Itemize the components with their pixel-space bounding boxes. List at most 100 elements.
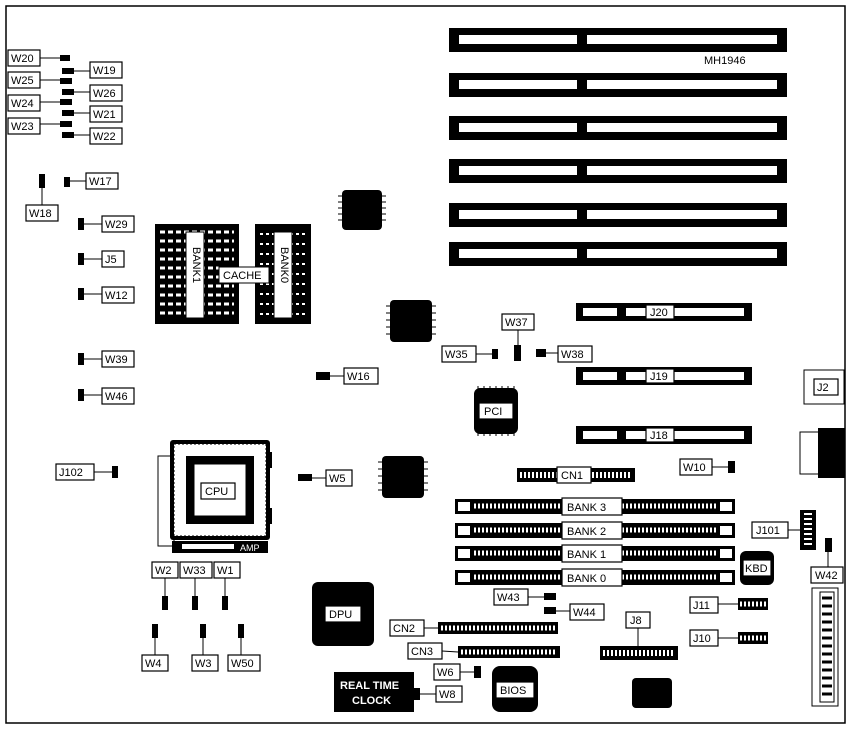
jumper-w19: W19 xyxy=(62,61,123,79)
w8-label: W8 xyxy=(439,689,456,701)
pci-chip-label: PCI xyxy=(484,406,502,418)
model-number: MH1946 xyxy=(704,55,746,67)
jumper-w6: W6 xyxy=(433,663,481,681)
bank0-label: BANK 0 xyxy=(567,573,606,585)
w16-label: W16 xyxy=(347,371,370,383)
connector-j2: J2 xyxy=(803,369,845,405)
rtc-label-line2: CLOCK xyxy=(352,695,391,707)
jumper-w21: W21 xyxy=(62,105,123,123)
jumper-w22: W22 xyxy=(62,127,123,145)
jumper-w43: W43 xyxy=(493,588,556,606)
connector-j10: J10 xyxy=(689,629,768,647)
pci-slot-j19-label: J19 xyxy=(650,371,668,383)
w1-label: W1 xyxy=(217,565,234,577)
isa-slot xyxy=(449,242,787,266)
j102-label: J102 xyxy=(59,467,83,479)
j2-label: J2 xyxy=(817,382,829,394)
w38-label: W38 xyxy=(561,349,584,361)
w10-label: W10 xyxy=(683,462,706,474)
chip-small xyxy=(632,678,672,708)
chip-top xyxy=(338,190,386,230)
kbd-connector: KBD xyxy=(740,551,774,585)
pci-slot-j18-label: J18 xyxy=(650,430,668,442)
memory-bank-3: BANK 3 xyxy=(455,497,735,516)
jumper-w25: W25 xyxy=(7,71,72,89)
w25-label: W25 xyxy=(11,75,34,87)
jumper-w24: W24 xyxy=(7,94,72,112)
w21-label: W21 xyxy=(93,109,116,121)
w2-label: W2 xyxy=(155,565,172,577)
j10-label: J10 xyxy=(693,633,711,645)
w20-label: W20 xyxy=(11,53,34,65)
isa-slot xyxy=(449,116,787,140)
connector-cn3: CN3 xyxy=(407,642,560,660)
jumper-w35: W35 xyxy=(441,345,498,363)
connector-j8: J8 xyxy=(600,611,678,660)
w26-label: W26 xyxy=(93,88,116,100)
jumper-w23: W23 xyxy=(7,117,72,135)
j101-label: J101 xyxy=(756,525,780,537)
chip-mid xyxy=(386,300,436,342)
cn3-label: CN3 xyxy=(411,646,433,658)
jumper-w8: W8 xyxy=(414,685,463,703)
jumper-w5: W5 xyxy=(298,469,353,487)
bank3-label: BANK 3 xyxy=(567,502,606,514)
w4-label: W4 xyxy=(145,658,162,670)
chip-lower xyxy=(378,456,428,498)
bank1-label: BANK 1 xyxy=(567,549,606,561)
cn2-label: CN2 xyxy=(393,623,415,635)
cpu-label: CPU xyxy=(205,486,228,498)
jumper-w18: W18 xyxy=(25,174,59,222)
rtc-label-line1: REAL TIME xyxy=(340,680,399,692)
jumper-w33: W33 xyxy=(179,561,213,610)
w12-label: W12 xyxy=(105,290,128,302)
jumper-w10: W10 xyxy=(679,458,735,476)
memory-bank-0: BANK 0 xyxy=(455,568,735,587)
isa-slot xyxy=(449,73,787,97)
j8-label: J8 xyxy=(630,615,642,627)
jumper-w46: W46 xyxy=(78,387,135,405)
jumper-w50: W50 xyxy=(227,624,261,672)
jumper-w16: W16 xyxy=(316,367,379,385)
jumper-w29: W29 xyxy=(78,215,135,233)
w3-label: W3 xyxy=(195,658,212,670)
isa-slots xyxy=(449,28,787,266)
bios-label: BIOS xyxy=(500,685,526,697)
jumper-w3: W3 xyxy=(191,624,219,672)
amp-label: AMP xyxy=(240,543,260,553)
w23-label: W23 xyxy=(11,121,34,133)
w5-label: W5 xyxy=(329,473,346,485)
w33-label: W33 xyxy=(183,565,206,577)
jumper-w42: W42 xyxy=(810,538,844,584)
dpu-label: DPU xyxy=(329,609,352,621)
real-time-clock: REAL TIME CLOCK xyxy=(334,672,414,712)
connector-cn1: CN1 xyxy=(517,466,635,484)
w19-label: W19 xyxy=(93,65,116,77)
dpu-chip: DPU xyxy=(312,582,374,646)
bios-chip: BIOS xyxy=(492,666,538,712)
cache-bank0-label: BANK0 xyxy=(278,247,290,283)
w46-label: W46 xyxy=(105,391,128,403)
jumper-w44: W44 xyxy=(544,603,605,621)
jumper-w4: W4 xyxy=(141,624,169,672)
power-connector xyxy=(811,587,839,707)
connector-j101: J101 xyxy=(751,510,816,550)
w44-label: W44 xyxy=(573,607,596,619)
jumper-w2: W2 xyxy=(151,561,179,610)
cache-label: CACHE xyxy=(223,270,262,282)
w42-label: W42 xyxy=(815,570,838,582)
jumper-w20: W20 xyxy=(7,49,70,67)
isa-slot xyxy=(449,203,787,227)
memory-bank-2: BANK 2 xyxy=(455,521,735,540)
jumper-w37: W37 xyxy=(501,313,535,361)
w43-label: W43 xyxy=(497,592,520,604)
kbd-label: KBD xyxy=(745,563,768,575)
w17-label: W17 xyxy=(89,176,112,188)
jumper-w12: W12 xyxy=(78,286,135,304)
jumper-j102: J102 xyxy=(55,463,118,481)
jumper-w38: W38 xyxy=(536,345,593,363)
j5-label: J5 xyxy=(105,254,117,266)
cache-bank1-label: BANK1 xyxy=(190,247,202,283)
connector-right-dsub xyxy=(799,428,846,478)
